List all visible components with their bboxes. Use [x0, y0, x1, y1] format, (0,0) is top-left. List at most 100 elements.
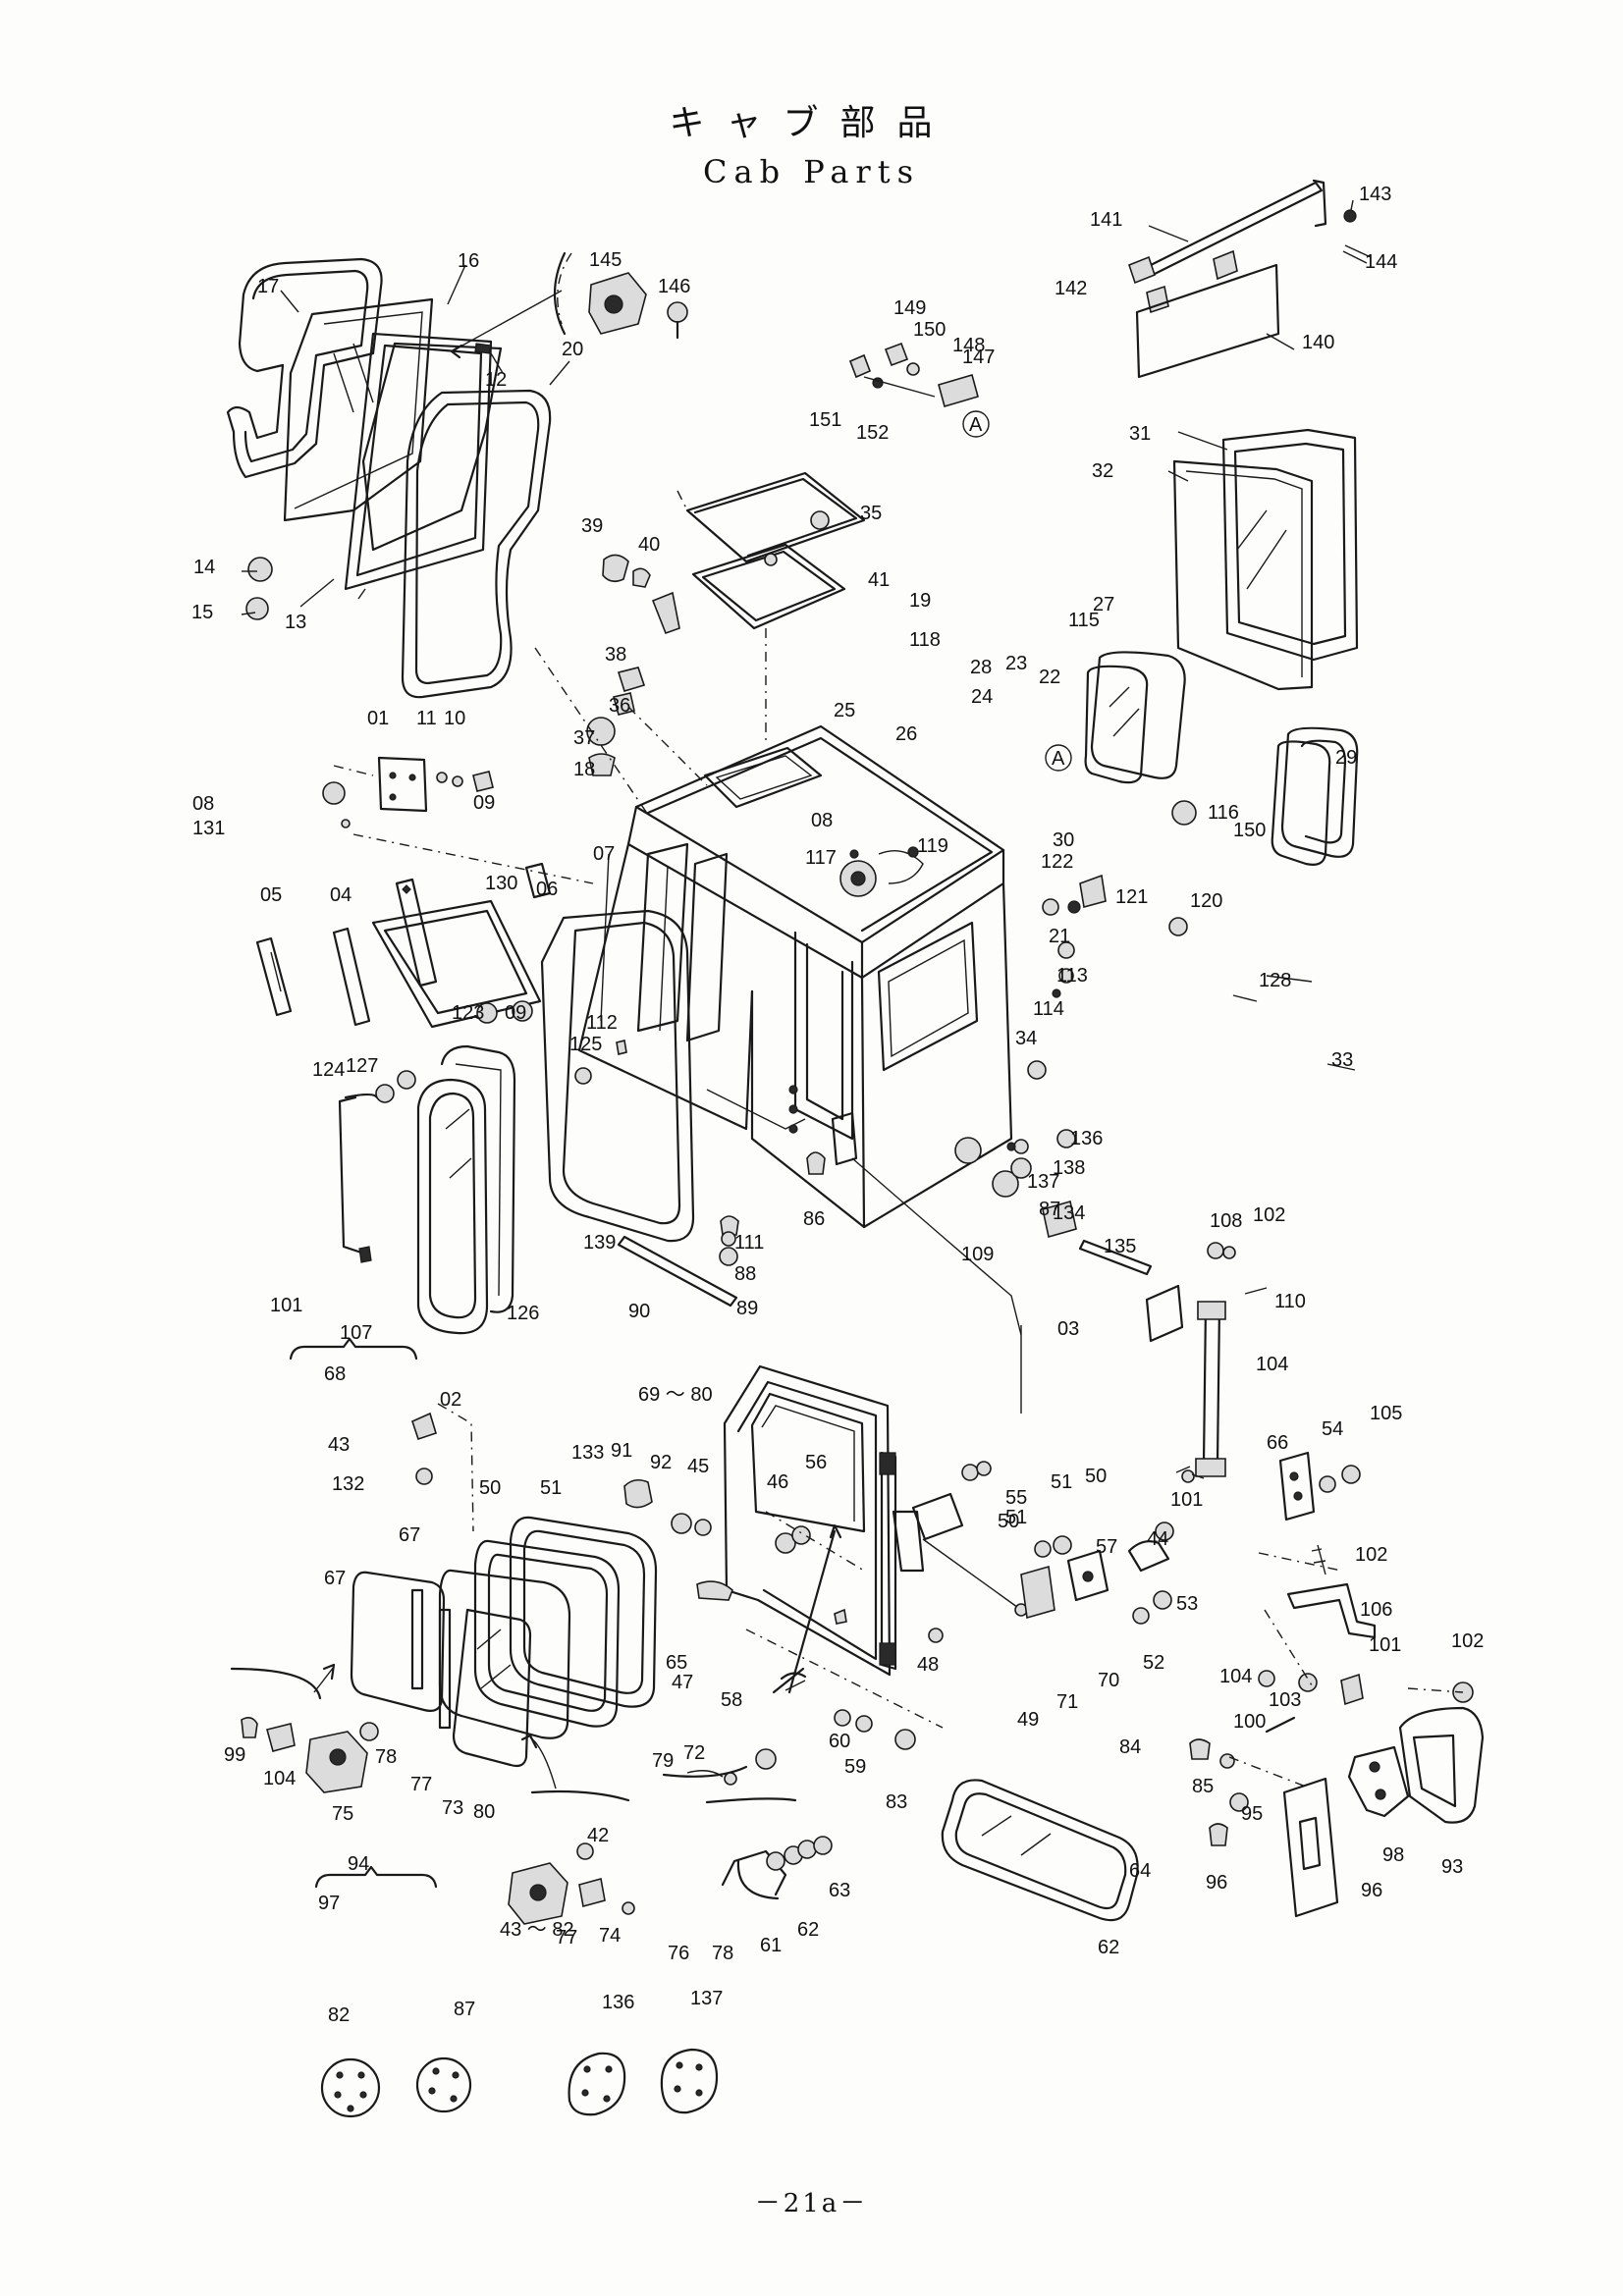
callout-label: 94	[348, 1853, 369, 1875]
callout-label: 98	[1382, 1844, 1404, 1866]
callout-label: 08	[811, 810, 833, 831]
callout-label: 40	[638, 534, 660, 556]
callout-label: 104	[1256, 1354, 1288, 1375]
callout-label: 33	[1331, 1049, 1353, 1071]
door-windows-67-80	[350, 1516, 658, 1768]
callout-label: 50	[1085, 1466, 1107, 1487]
callout-label: 96	[1361, 1880, 1382, 1901]
callout-label: 51	[1051, 1471, 1072, 1493]
callout-label: 146	[658, 276, 690, 297]
callout-label: 62	[797, 1919, 819, 1941]
callout-label: 86	[803, 1208, 825, 1230]
page-title-english: Cab Parts	[703, 153, 920, 190]
callout-label: 130	[485, 873, 517, 894]
right-side-window-31-32	[1172, 428, 1359, 691]
callout-label: 132	[332, 1473, 364, 1495]
callout-label: 50	[998, 1511, 1019, 1532]
callout-label: 54	[1322, 1418, 1343, 1440]
callout-label: 151	[809, 409, 841, 431]
callout-label: 137	[1027, 1171, 1059, 1193]
callout-label: 15	[191, 602, 213, 623]
callout-label: 82	[328, 2004, 350, 2026]
callout-label: 45	[687, 1456, 709, 1477]
callout-label: 106	[1360, 1599, 1392, 1621]
callout-label: 124	[312, 1059, 345, 1081]
reference-mark-circle	[962, 410, 990, 438]
callout-label: 144	[1365, 251, 1397, 273]
callout-label: 113	[1056, 965, 1088, 987]
callout-label: 62	[1098, 1937, 1119, 1958]
callout-label: 136	[602, 1992, 634, 2013]
callout-label: 152	[856, 422, 889, 444]
callout-label: 52	[1143, 1652, 1164, 1674]
callout-label: 107	[340, 1322, 372, 1344]
callout-label: 108	[1210, 1210, 1242, 1232]
latch-assembly-44-57	[911, 1461, 1174, 1643]
callout-label: 148	[952, 335, 985, 356]
callout-label: 125	[569, 1034, 602, 1055]
callout-label: 07	[593, 843, 615, 865]
callout-label: 128	[1259, 970, 1291, 991]
callout-label: 115	[1068, 610, 1100, 631]
callout-label: 77	[410, 1774, 432, 1795]
rear-window-02-03	[416, 1044, 516, 1335]
callout-label: 119	[917, 835, 948, 857]
callout-label: 41	[868, 569, 890, 591]
callout-label: 05	[260, 884, 282, 906]
front-lower-window-86	[540, 909, 695, 1243]
group-braces	[289, 1337, 438, 1889]
callout-label: 127	[346, 1055, 378, 1077]
callout-label: 88	[734, 1263, 756, 1285]
callout-label: 75	[332, 1803, 353, 1825]
callout-label: 102	[1253, 1204, 1285, 1226]
callout-label: 46	[767, 1471, 788, 1493]
callout-label: 145	[589, 249, 622, 271]
callout-label: 102	[1355, 1544, 1387, 1566]
callout-label: 51	[540, 1477, 562, 1499]
callout-label: 25	[834, 700, 855, 721]
callout-label: 71	[1056, 1691, 1078, 1713]
callout-label: 72	[683, 1742, 705, 1764]
callout-label: 38	[605, 644, 626, 666]
callout-label: 120	[1190, 890, 1222, 912]
small-window-29-30	[1271, 726, 1359, 866]
callout-label: 36	[609, 695, 630, 717]
bolt-set-147-152	[848, 342, 979, 407]
callout-label: 121	[1115, 886, 1148, 908]
reference-mark-letter: A	[969, 414, 983, 436]
callout-label: 42	[587, 1825, 609, 1846]
callout-label: 65	[666, 1652, 687, 1674]
callout-label: 112	[586, 1012, 618, 1034]
callout-label: 39	[581, 515, 603, 537]
callout-label: 111	[734, 1232, 764, 1254]
callout-label: 76	[668, 1943, 689, 1964]
callout-label: 142	[1055, 278, 1087, 299]
callout-label: 93	[1441, 1856, 1463, 1878]
callout-label: 12	[485, 369, 507, 391]
callout-label: 118	[909, 629, 941, 651]
stopper-132-133	[411, 1403, 474, 1532]
callout-label: 83	[886, 1791, 907, 1813]
roof-hatch-assembly	[586, 471, 866, 776]
callout-label: 126	[507, 1303, 539, 1324]
callout-label: 50	[479, 1477, 501, 1499]
callout-label: 77	[556, 1927, 577, 1949]
callout-label: 14	[193, 557, 215, 578]
callout-label: 64	[1129, 1860, 1151, 1882]
callout-label: 11	[416, 708, 437, 729]
door-43	[623, 1364, 944, 1729]
bracket-100-106	[1175, 1451, 1377, 1734]
callout-label: 30	[1053, 829, 1074, 851]
slide-window-82	[941, 1779, 1139, 1922]
rod-107	[1020, 1242, 1268, 1477]
reference-mark-letter: A	[1052, 748, 1065, 770]
callout-label: 114	[1033, 998, 1064, 1020]
latch-74-78	[508, 1734, 635, 1925]
callout-label: 110	[1274, 1291, 1306, 1312]
callout-label: 47	[672, 1672, 693, 1693]
handle-58-64	[662, 1523, 916, 1900]
callout-label: 68	[324, 1363, 346, 1385]
callout-label: 32	[1092, 460, 1113, 482]
wiper-rod-plate	[1128, 179, 1372, 379]
